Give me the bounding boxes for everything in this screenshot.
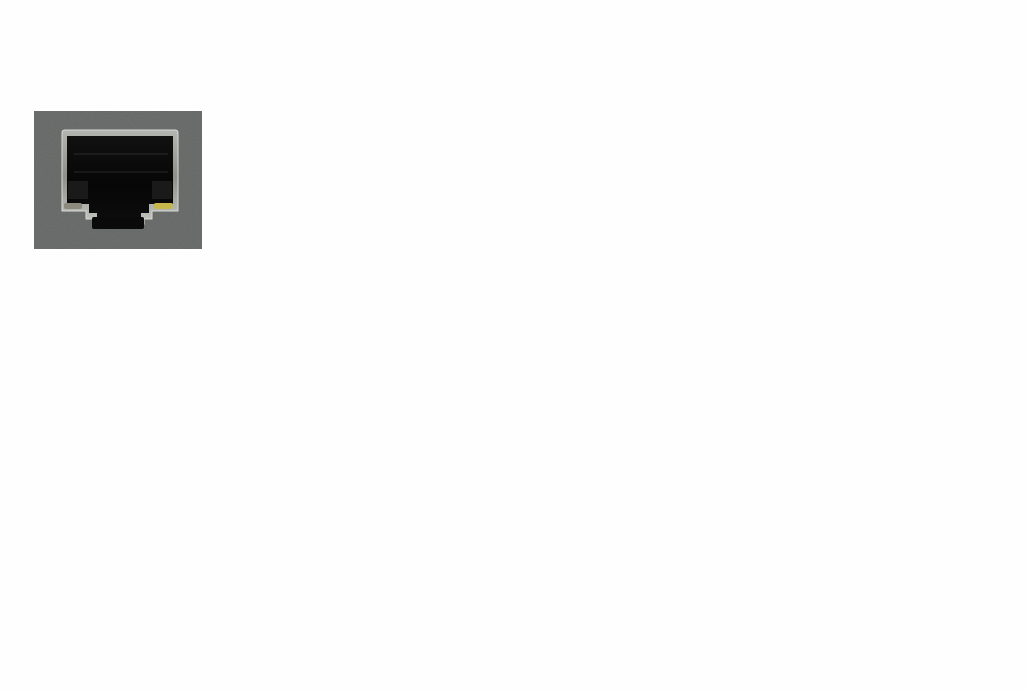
link-led-left [64,203,82,209]
ethernet-port-photo [34,111,202,249]
socket-interior [67,136,173,218]
activity-led-right [154,203,173,209]
latch-slot [92,217,144,229]
